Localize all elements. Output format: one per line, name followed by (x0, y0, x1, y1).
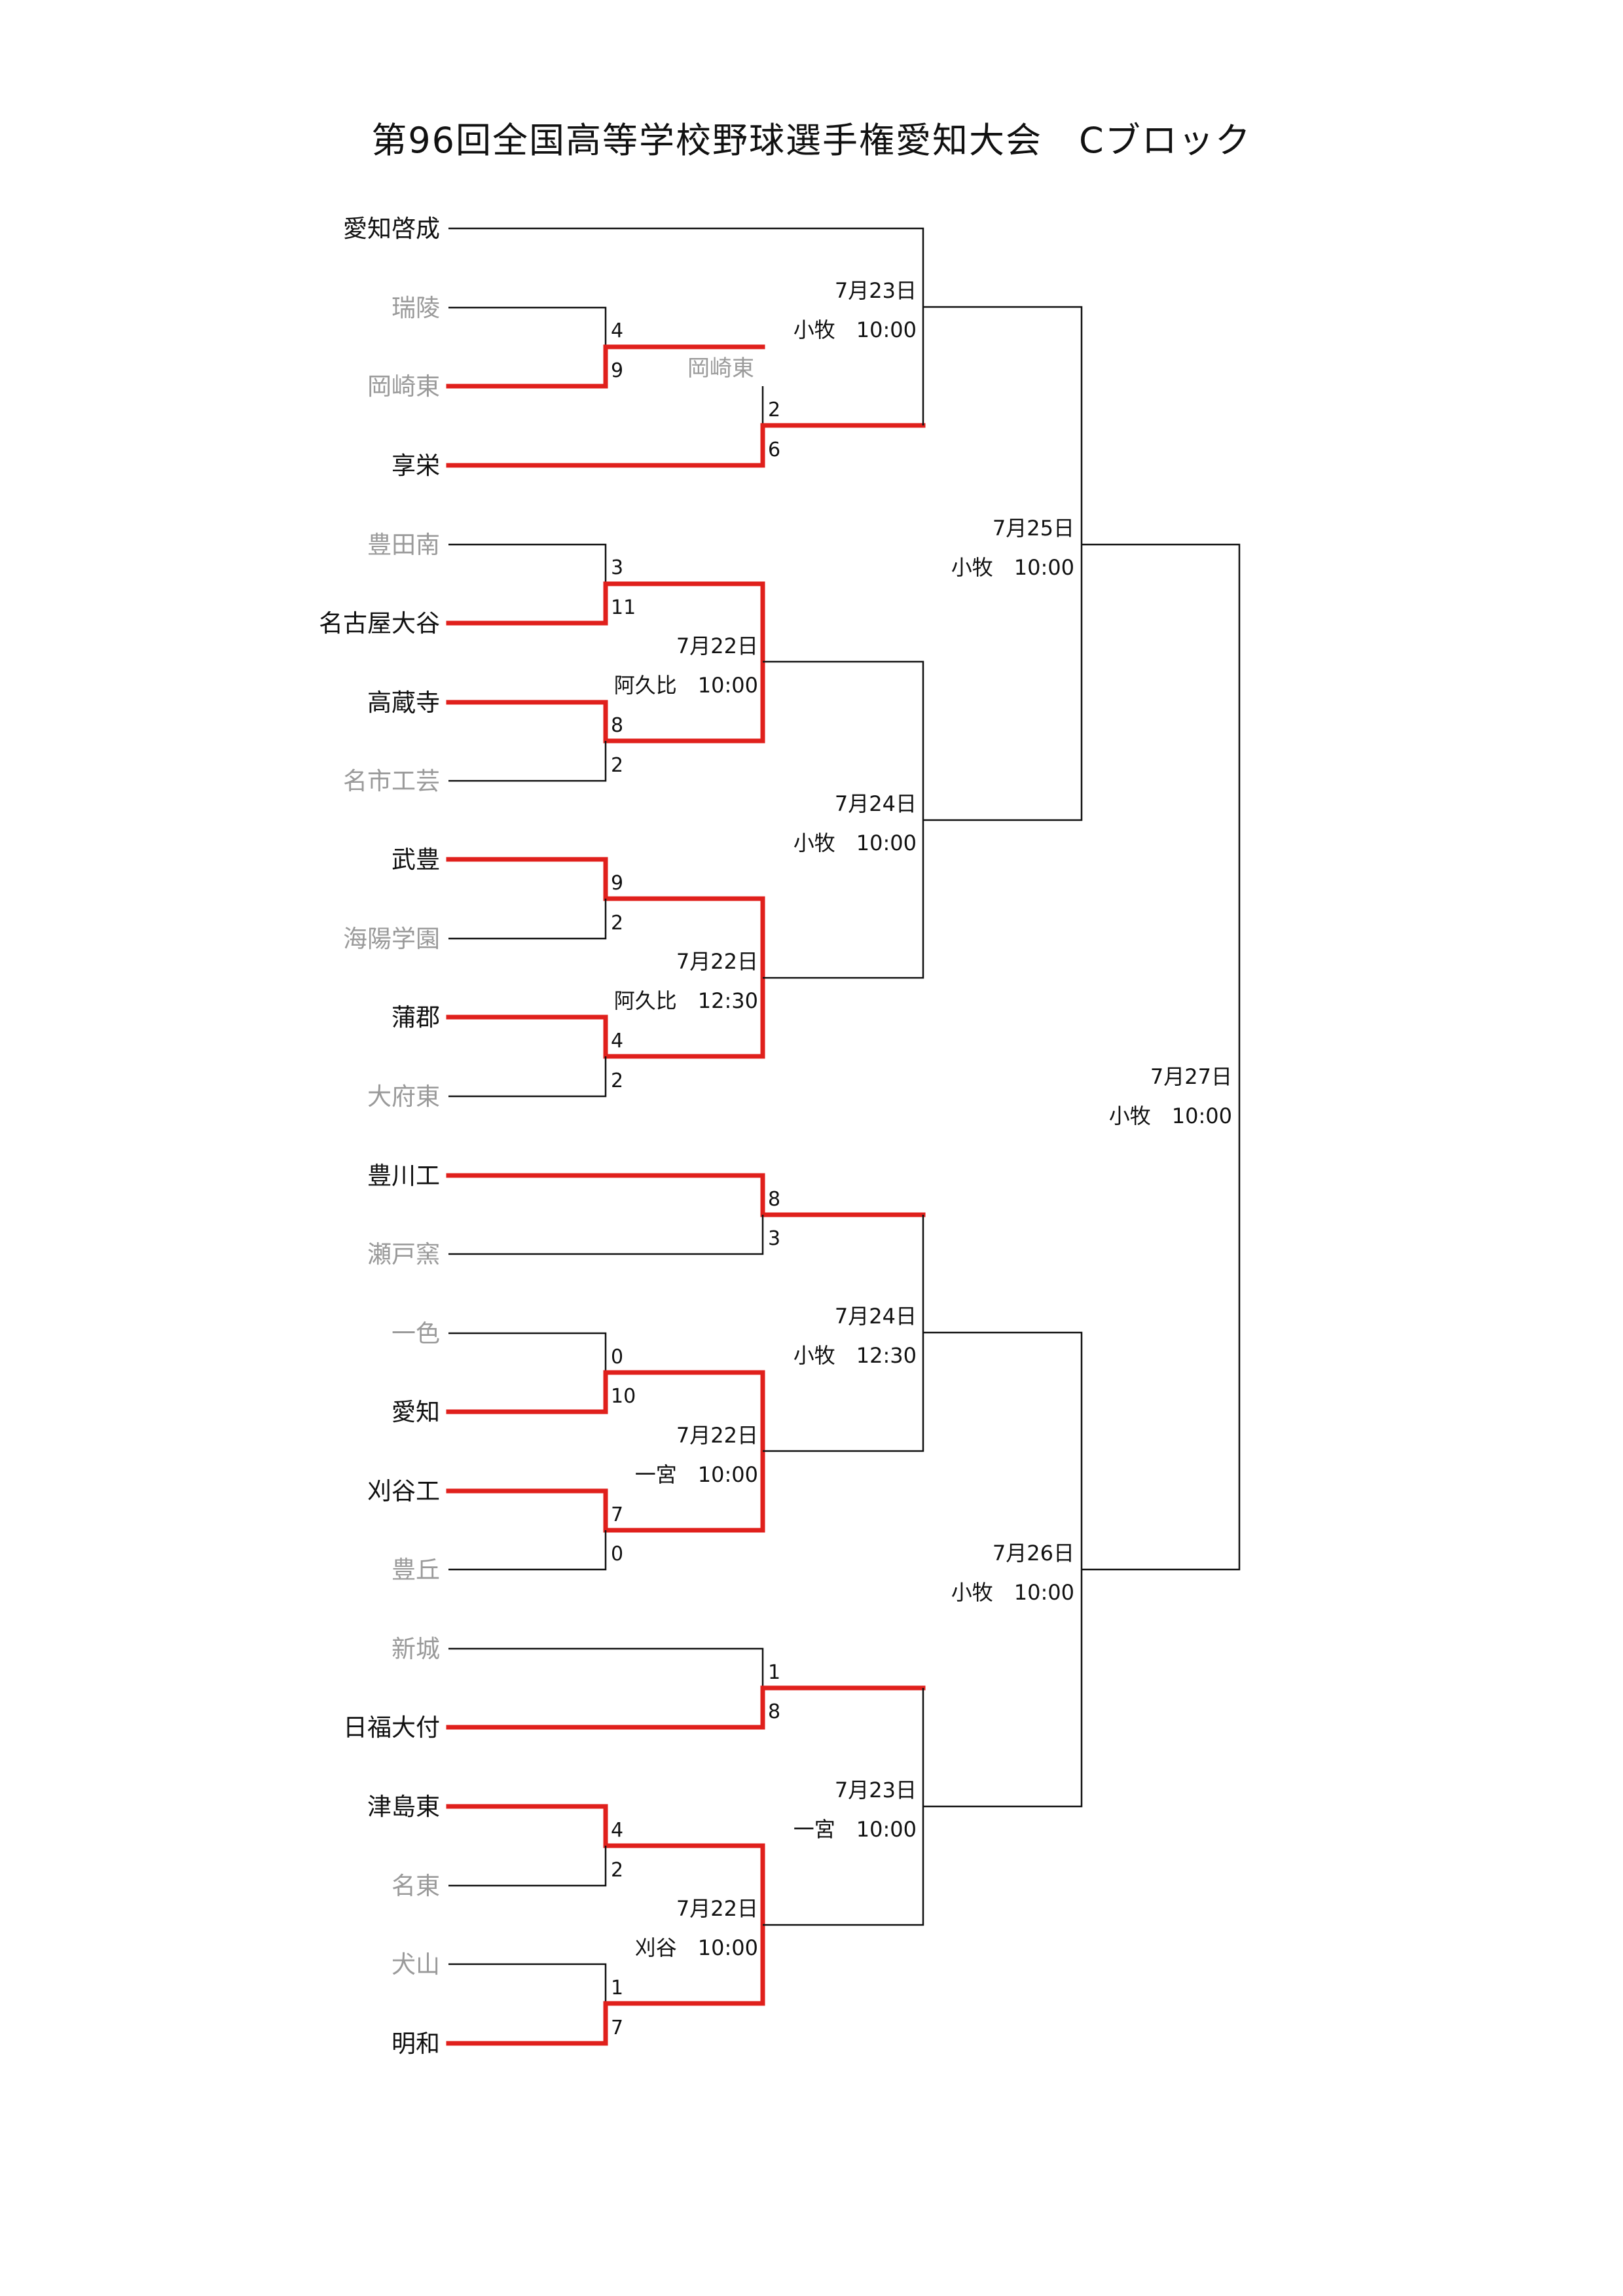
match-info: 7月22日 阿久比 10:00 7月22日 阿久比 12:30 7月22日 一宮… (614, 278, 1232, 1960)
score-label: 9 (611, 359, 623, 382)
intermediate-team-label: 岡崎東 (687, 355, 754, 382)
match-venue: 小牧 10:00 (793, 831, 917, 855)
match-venue: 小牧 10:00 (793, 317, 917, 342)
score-label: 2 (611, 1069, 623, 1092)
score-label: 9 (611, 872, 623, 895)
score-label: 6 (768, 439, 780, 461)
score-label: 2 (768, 399, 780, 422)
score-label: 1 (611, 1977, 623, 2000)
score-label: 1 (768, 1661, 780, 1684)
score-label: 4 (611, 1819, 623, 1842)
team-name: 愛知啓成 (343, 215, 440, 243)
score-label: 2 (611, 1859, 623, 1882)
team-name: 名古屋大谷 (319, 609, 440, 637)
score-label: 7 (611, 2017, 623, 2039)
match-venue: 小牧 10:00 (951, 1580, 1074, 1605)
match-venue: 一宮 10:00 (793, 1817, 917, 1842)
team-name: 名東 (392, 1872, 440, 1900)
team-name: 豊川工 (367, 1162, 440, 1190)
scores: 4 9 2 6 3 11 8 2 9 2 4 2 8 3 0 10 7 0 1 … (611, 319, 780, 2039)
match-venue: 小牧 10:00 (951, 555, 1074, 580)
team-name: 愛知 (392, 1398, 440, 1426)
team-name: 津島東 (367, 1793, 440, 1821)
score-label: 7 (611, 1503, 623, 1526)
team-name: 瀬戸窯 (367, 1240, 440, 1268)
score-label: 2 (611, 754, 623, 777)
team-name: 瑞陵 (392, 294, 440, 322)
match-venue: 小牧 10:00 (1109, 1103, 1232, 1128)
match-venue: 小牧 12:30 (793, 1343, 917, 1368)
match-date: 7月26日 (993, 1541, 1074, 1566)
score-label: 3 (611, 556, 623, 579)
page-title: 第96回全国高等学校野球選手権愛知大会 Cブロック (371, 120, 1252, 161)
team-name: 海陽学園 (343, 925, 440, 953)
score-label: 8 (611, 714, 623, 737)
team-name: 蒲郡 (392, 1003, 440, 1031)
match-venue: 一宮 10:00 (635, 1462, 758, 1487)
team-name: 岡崎東 (367, 372, 440, 401)
match-date: 7月22日 (676, 634, 758, 658)
match-date: 7月23日 (835, 1778, 917, 1803)
match-venue: 阿久比 10:00 (614, 673, 758, 698)
bracket-lines (446, 227, 1241, 2046)
team-name: 豊丘 (392, 1556, 440, 1584)
score-label: 0 (611, 1346, 623, 1369)
score-label: 0 (611, 1543, 623, 1566)
score-label: 3 (768, 1227, 780, 1250)
match-date: 7月22日 (676, 949, 758, 974)
score-label: 4 (611, 319, 623, 342)
match-date: 7月27日 (1150, 1064, 1232, 1089)
score-label: 8 (768, 1700, 780, 1723)
team-name: 大府東 (367, 1083, 440, 1111)
team-name: 豊田南 (367, 531, 440, 559)
match-date: 7月24日 (835, 1304, 917, 1329)
score-label: 8 (768, 1188, 780, 1211)
team-name: 武豊 (392, 846, 440, 874)
team-name: 新城 (392, 1635, 440, 1663)
team-name: 享栄 (392, 452, 440, 480)
team-name: 名市工芸 (343, 767, 440, 795)
score-label: 11 (611, 596, 636, 619)
score-label: 2 (611, 912, 623, 935)
match-date: 7月25日 (993, 516, 1074, 541)
score-label: 10 (611, 1385, 636, 1408)
match-venue: 刈谷 10:00 (635, 1935, 758, 1960)
team-name: 明和 (392, 2030, 440, 2058)
team-labels: 愛知啓成瑞陵岡崎東享栄豊田南名古屋大谷高蔵寺名市工芸武豊海陽学園蒲郡大府東豊川工… (319, 215, 440, 2058)
match-date: 7月23日 (835, 278, 917, 303)
team-name: 刈谷工 (367, 1477, 440, 1505)
match-date: 7月24日 (835, 791, 917, 816)
match-venue: 阿久比 12:30 (614, 988, 758, 1013)
match-date: 7月22日 (676, 1896, 758, 1921)
match-date: 7月22日 (676, 1423, 758, 1448)
team-name: 犬山 (392, 1950, 440, 1979)
team-name: 高蔵寺 (367, 689, 440, 717)
team-name: 日福大付 (343, 1713, 440, 1742)
team-name: 一色 (392, 1319, 440, 1348)
score-label: 4 (611, 1030, 623, 1052)
